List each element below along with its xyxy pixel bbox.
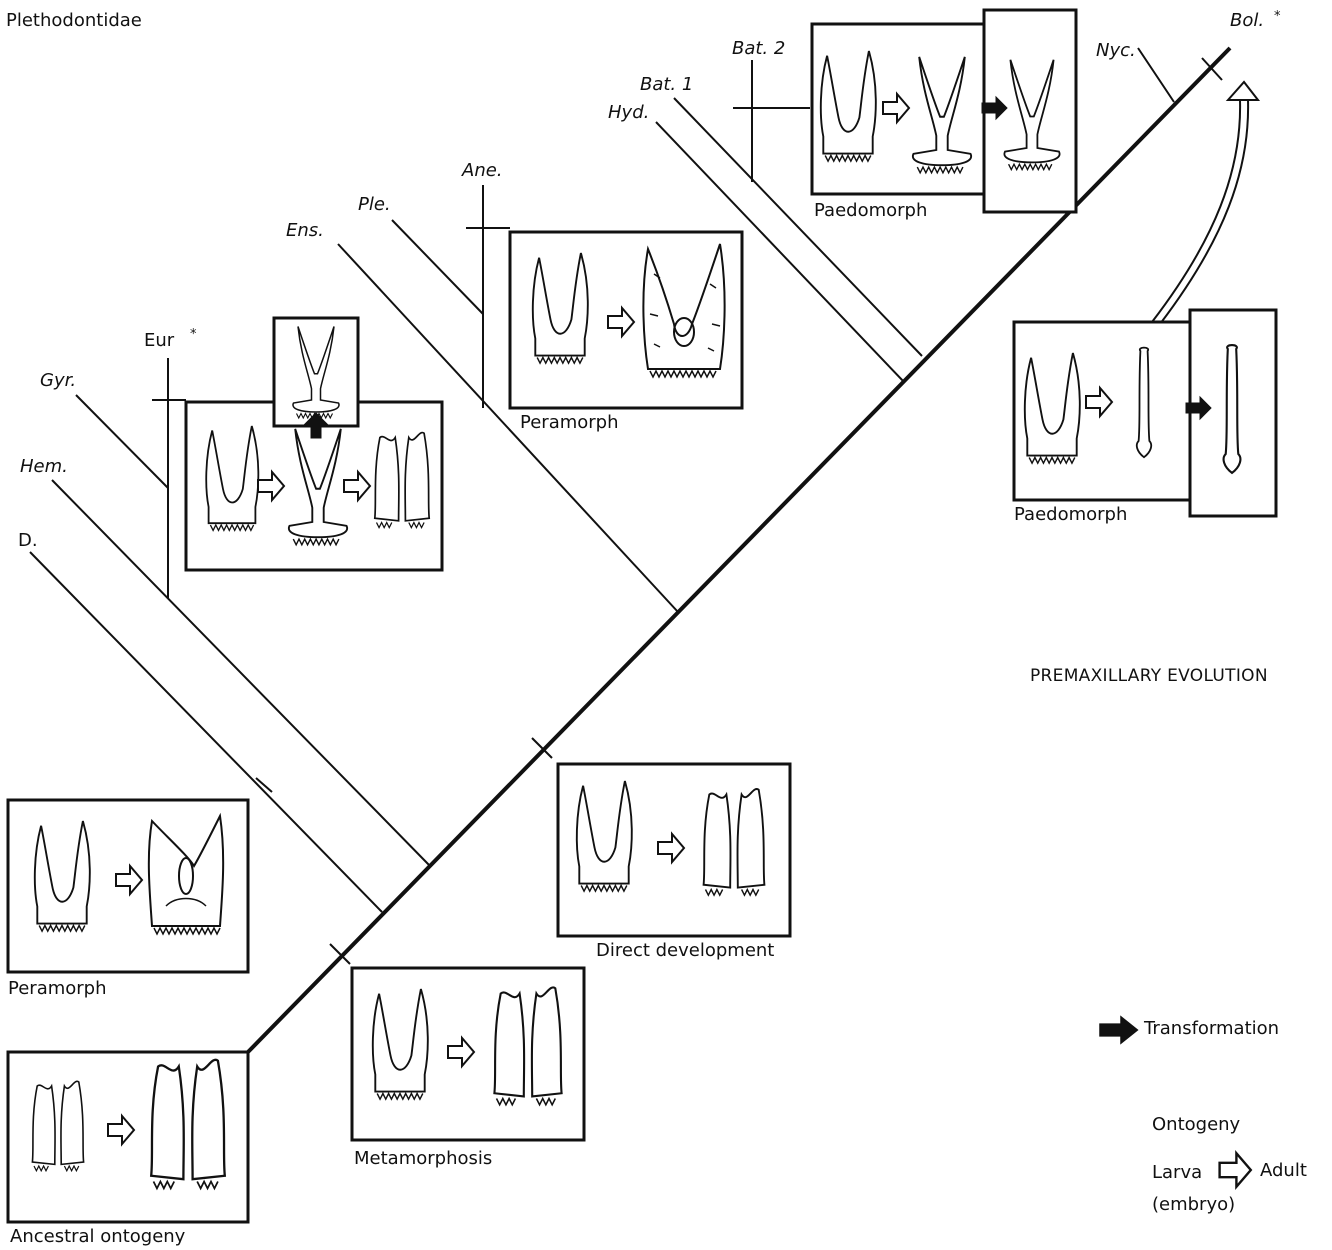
tick-direct [532,738,552,758]
section-title: PREMAXILLARY EVOLUTION [1030,668,1268,685]
caption-metamorphosis: Metamorphosis [354,1150,492,1168]
caption-peramorph-left: Peramorph [8,980,107,998]
branch-nyc [1138,48,1174,102]
taxon-bat2: Bat. 2 [732,40,785,58]
box-direct-development [558,764,790,936]
taxon-hem: Hem. [20,458,68,476]
caption-peramorph-mid: Peramorph [520,414,619,432]
taxon-ens: Ens. [286,222,324,240]
branch-ple [392,220,483,314]
box-metamorphosis [352,968,584,1140]
taxon-eur-mark: * [190,328,197,341]
box-eur [186,318,442,570]
taxon-gyr: Gyr. [40,372,76,390]
legend-embryo: (embryo) [1152,1196,1235,1214]
caption-direct-development: Direct development [596,942,774,960]
legend-transformation-arrow [1100,1017,1138,1043]
taxon-eur: Eur [144,332,174,350]
family-label: Plethodontidae [6,12,142,30]
taxon-bol-mark: * [1274,10,1281,23]
taxon-bol: Bol. [1230,12,1264,30]
box-peramorph-left [8,800,248,972]
tick-meta [330,944,350,964]
taxon-nyc: Nyc. [1096,42,1136,60]
caption-paedomorph-top: Paedomorph [814,202,927,220]
taxon-hyd: Hyd. [608,104,649,122]
caption-paedomorph-right: Paedomorph [1014,506,1127,524]
taxon-d: D. [18,532,38,550]
legend-ontogeny-arrow [1220,1153,1251,1187]
legend-ontogeny-title: Ontogeny [1152,1116,1240,1134]
box-ancestral-ontogeny [8,1052,248,1222]
taxon-ple: Ple. [358,196,391,214]
taxon-ane: Ane. [462,162,503,180]
curved-arrow-to-bol [1152,82,1258,324]
caption-ancestral-ontogeny: Ancestral ontogeny [10,1228,185,1246]
box-peramorph-mid [510,232,742,408]
box-paedomorph-top [812,10,1076,212]
branch-gyr [76,395,168,488]
legend-larva: Larva [1152,1164,1202,1182]
legend-adult: Adult [1260,1162,1307,1180]
box-paedomorph-right [1014,310,1276,516]
legend-transformation-label: Transformation [1144,1020,1279,1038]
taxon-bat1: Bat. 1 [640,76,693,94]
